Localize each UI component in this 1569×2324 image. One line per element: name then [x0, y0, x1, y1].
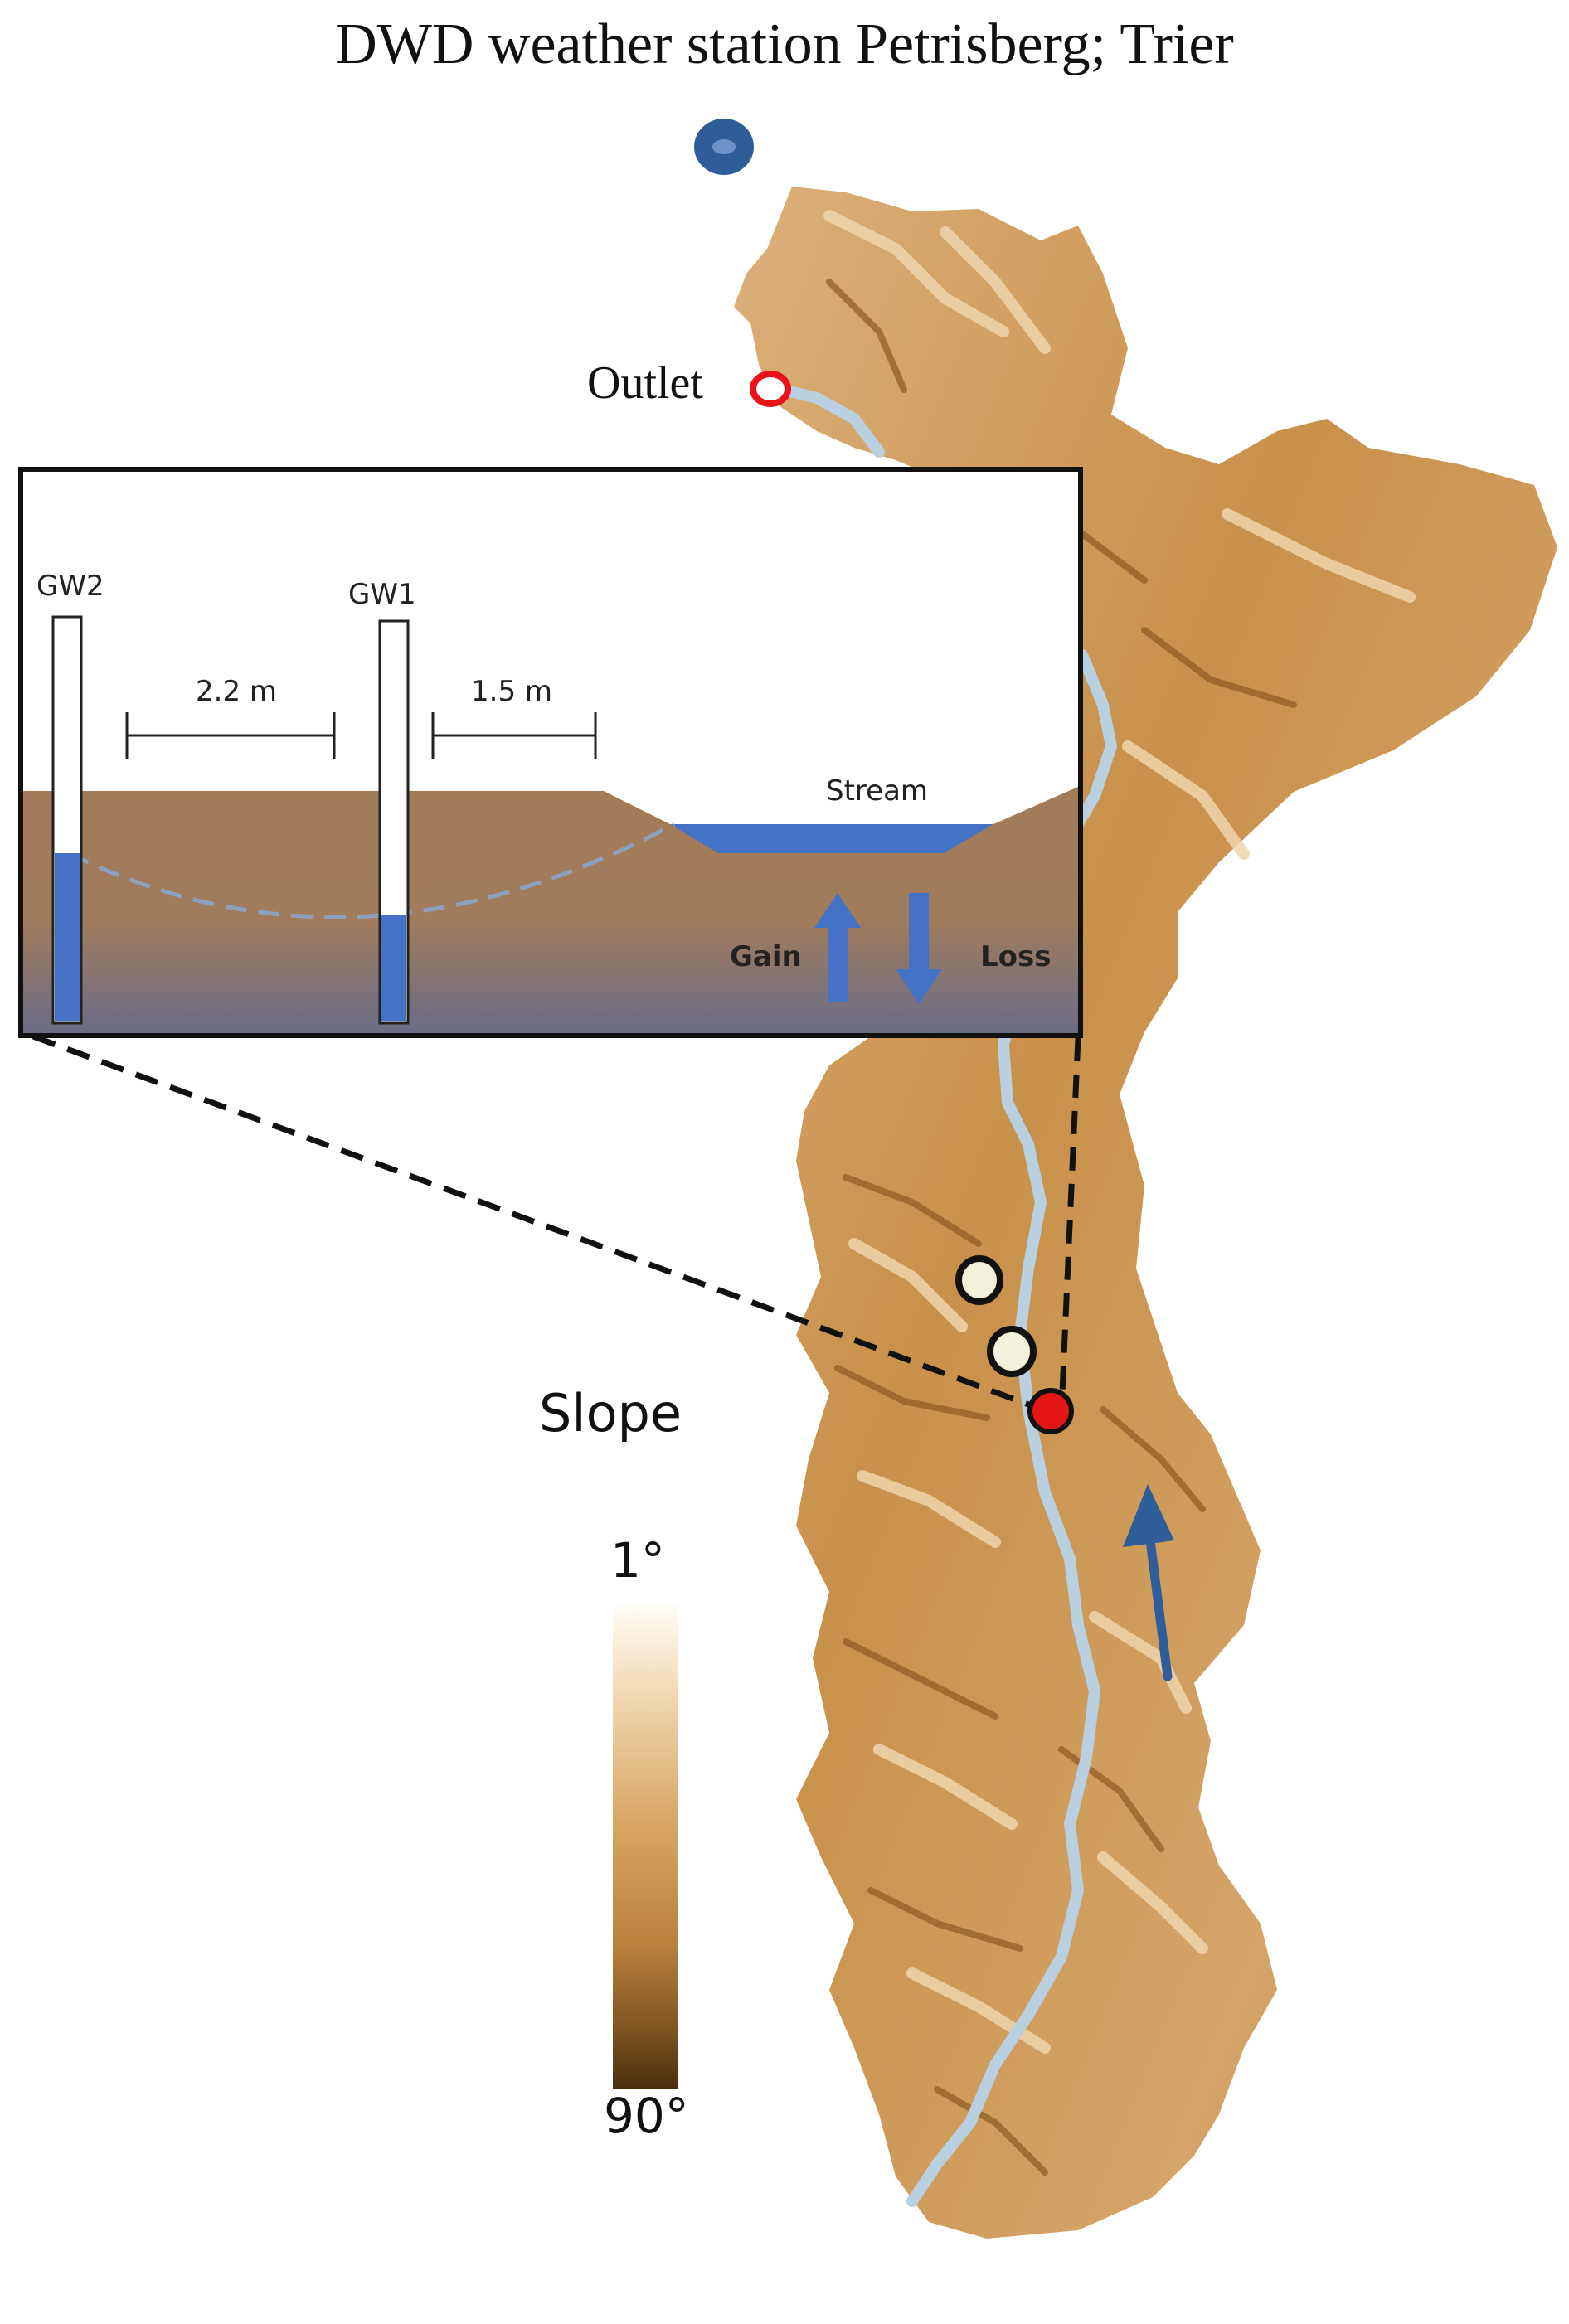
piezometer-marker-gw1 [987, 1326, 1037, 1377]
piezometer-marker-gw2 [955, 1255, 1003, 1305]
slope-colorbar [613, 1605, 678, 2089]
catchment-terrain [734, 187, 1557, 2239]
colorbar-min-label: 1° [610, 1532, 665, 1589]
loss-label: Loss [980, 940, 1052, 973]
water-table-curve [67, 822, 676, 919]
gain-label: Gain [730, 940, 802, 973]
slope-legend-title: Slope [539, 1383, 682, 1443]
flow-direction-arrow [1123, 1484, 1174, 1681]
study-site-marker [1027, 1388, 1074, 1434]
weather-station-marker [694, 119, 754, 175]
gw1-well [378, 619, 410, 1025]
distance-bar-gw2-gw1 [125, 712, 336, 759]
stream-label: Stream [826, 774, 929, 808]
gain-arrow-icon [814, 893, 861, 1002]
outlet-label: Outlet [587, 357, 703, 409]
loss-arrow-icon [896, 893, 942, 1004]
colorbar-max-label: 90° [604, 2088, 689, 2144]
figure-title: DWD weather station Petrisberg; Trier [335, 12, 1234, 76]
gw2-well [51, 615, 83, 1025]
cross-section-diagram [23, 615, 1078, 1033]
stream-water [670, 824, 993, 853]
distance-gw1-stream-label: 1.5 m [471, 675, 552, 708]
gw1-label: GW1 [348, 578, 416, 611]
cross-section-inset: GW2 GW1 2.2 m 1.5 m Stream Gain Loss [18, 467, 1083, 1038]
distance-gw2-gw1-label: 2.2 m [196, 675, 277, 708]
gw2-label: GW2 [36, 570, 104, 603]
terrain-gullies [826, 279, 1297, 2176]
zoom-connector-lines [32, 1033, 1081, 1414]
distance-bar-gw1-stream [431, 712, 597, 759]
outlet-marker [750, 371, 791, 407]
